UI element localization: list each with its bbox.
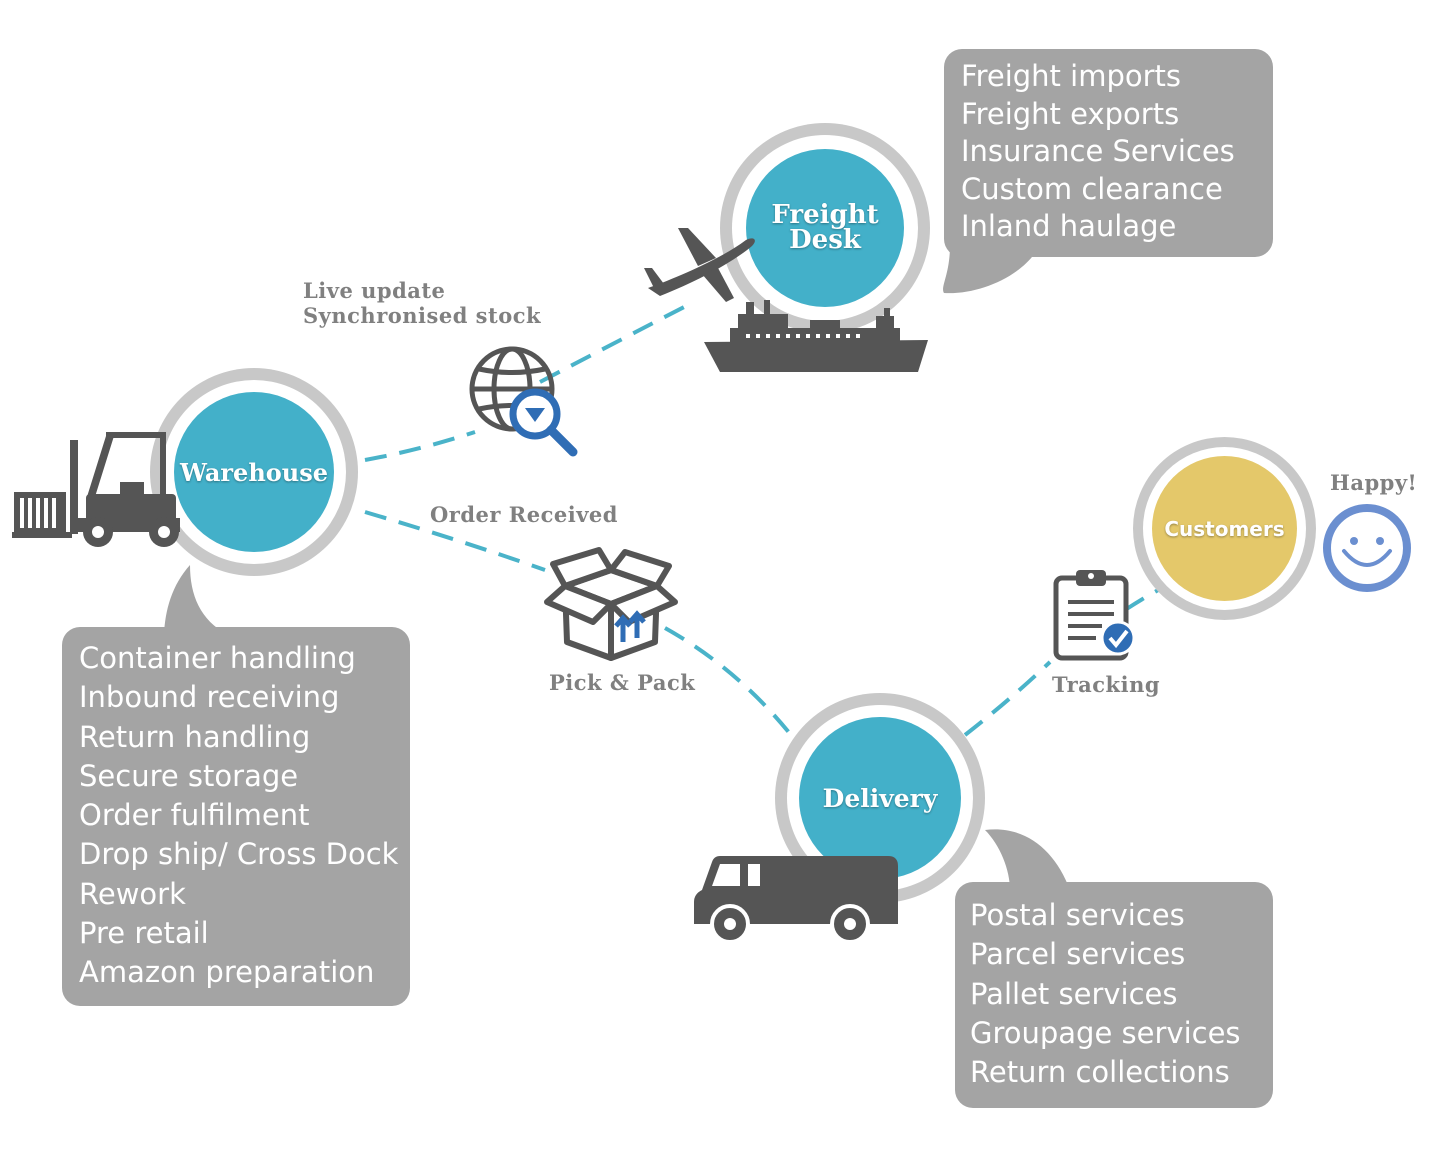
pick-pack-label: Pick & Pack — [549, 670, 696, 695]
connector-globe-freight — [539, 303, 689, 384]
customers-label: Customers — [1164, 516, 1285, 541]
connector-delivery-clipboard — [963, 660, 1052, 737]
freight-desk-label-line: Freight — [771, 200, 879, 230]
freight-service-item: Inland haulage — [961, 209, 1177, 243]
warehouse-service-item: Order fulfilment — [79, 798, 310, 833]
freight-desk-label-line: Desk — [789, 225, 861, 255]
warehouse-label: Warehouse — [179, 457, 329, 487]
warehouse-services-bubble: Container handling Inbound receiving Ret… — [62, 627, 410, 1006]
live-update-label: Live update — [303, 278, 446, 303]
airplane-icon — [644, 228, 755, 302]
delivery-label: Delivery — [822, 783, 938, 813]
warehouse-service-item: Rework — [79, 876, 186, 911]
open-box-icon — [544, 547, 678, 661]
warehouse-service-item: Pre retail — [79, 916, 209, 951]
warehouse-service-item: Secure storage — [79, 758, 299, 793]
freight-service-item: Custom clearance — [961, 171, 1223, 206]
freight-service-item: Freight imports — [961, 59, 1181, 93]
globe-search-icon — [469, 346, 578, 457]
warehouse-service-item: Container handling — [79, 641, 356, 675]
delivery-service-item: Groupage services — [970, 1015, 1241, 1050]
freight-services-bubble: Freight imports Freight exports Insuranc… — [944, 49, 1273, 257]
warehouse-service-item: Amazon preparation — [79, 955, 375, 990]
warehouse-node: Warehouse — [150, 368, 358, 576]
van-icon — [694, 856, 898, 944]
happy-label: Happy! — [1330, 470, 1418, 495]
delivery-bubble-tail — [985, 829, 1070, 890]
synchronised-stock-label: Synchronised stock — [303, 303, 542, 328]
delivery-node: Delivery — [775, 693, 985, 903]
delivery-service-item: Parcel services — [970, 937, 1186, 972]
warehouse-service-item: Return handling — [79, 719, 311, 754]
freight-service-item: Freight exports — [961, 96, 1180, 131]
connector-warehouse-globe — [364, 430, 476, 462]
freight-service-item: Insurance Services — [961, 134, 1235, 168]
clipboard-check-icon — [1053, 570, 1136, 661]
delivery-service-item: Return collections — [970, 1055, 1230, 1090]
smiley-icon — [1323, 504, 1411, 592]
ship-icon — [704, 300, 928, 372]
warehouse-service-item: Inbound receiving — [79, 680, 340, 715]
customers-node: Customers — [1133, 437, 1316, 620]
forklift-icon — [12, 432, 180, 547]
connector-box-delivery — [664, 626, 797, 742]
warehouse-service-item: Drop ship/ Cross Dock — [79, 837, 399, 872]
freight-bubble-tail — [943, 245, 1040, 294]
warehouse-bubble-tail — [164, 565, 228, 635]
delivery-service-item: Postal services — [970, 898, 1185, 932]
freight-desk-node: Freight Desk — [720, 123, 930, 333]
tracking-label: Tracking — [1052, 672, 1161, 697]
delivery-services-bubble: Postal services Parcel services Pallet s… — [955, 882, 1273, 1108]
order-received-label: Order Received — [430, 502, 618, 527]
delivery-service-item: Pallet services — [970, 976, 1178, 1011]
